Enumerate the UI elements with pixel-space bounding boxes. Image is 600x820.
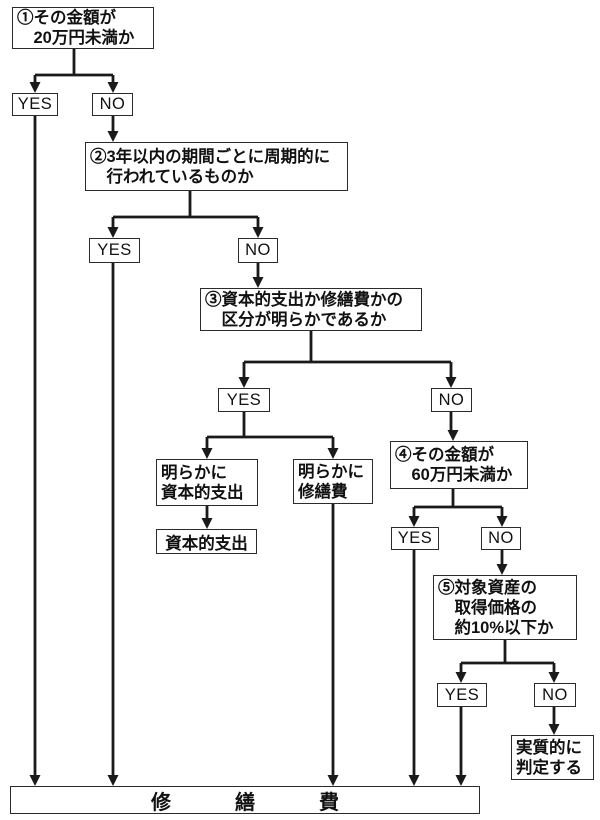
decision-3-yes-label: YES: [218, 388, 270, 412]
decision-4-yes-label: YES: [391, 527, 439, 550]
decision-5-box: ⑤対象資産の 取得価格の 約10%以下か: [433, 575, 577, 640]
decision-2-yes-label: YES: [89, 238, 140, 263]
decision-3-no-label: NO: [431, 388, 472, 412]
decision-2-box: ②3年以内の期間ごとに周期的に 行われているものか: [85, 142, 348, 191]
repair-expense-bar-label: 修繕費: [151, 791, 403, 814]
clearly-capital-box: 明らかに 資本的支出: [156, 459, 258, 506]
decision-1-yes-label: YES: [12, 93, 58, 116]
substantive-judgment-box: 実質的に 判定する: [511, 735, 594, 780]
connector-lines: [33, 48, 556, 777]
repair-expense-bar: 修繕費: [10, 786, 480, 814]
decision-5-no-label: NO: [534, 683, 576, 707]
decision-2-no-label: NO: [238, 238, 278, 263]
capital-expenditure-result-box: 資本的支出: [156, 529, 257, 554]
decision-5-yes-label: YES: [437, 683, 487, 707]
clearly-repair-box: 明らかに 修繕費: [293, 459, 373, 504]
decision-1-box: ①その金額が 20万円未満か: [12, 7, 154, 49]
decision-3-box: ③資本的支出か修繕費かの 区分が明らかであるか: [200, 288, 422, 331]
decision-1-no-label: NO: [92, 93, 133, 116]
down-arrow-icons: [29, 82, 560, 786]
decision-4-no-label: NO: [481, 527, 521, 550]
decision-4-box: ④その金額が 60万円未満か: [390, 441, 528, 489]
